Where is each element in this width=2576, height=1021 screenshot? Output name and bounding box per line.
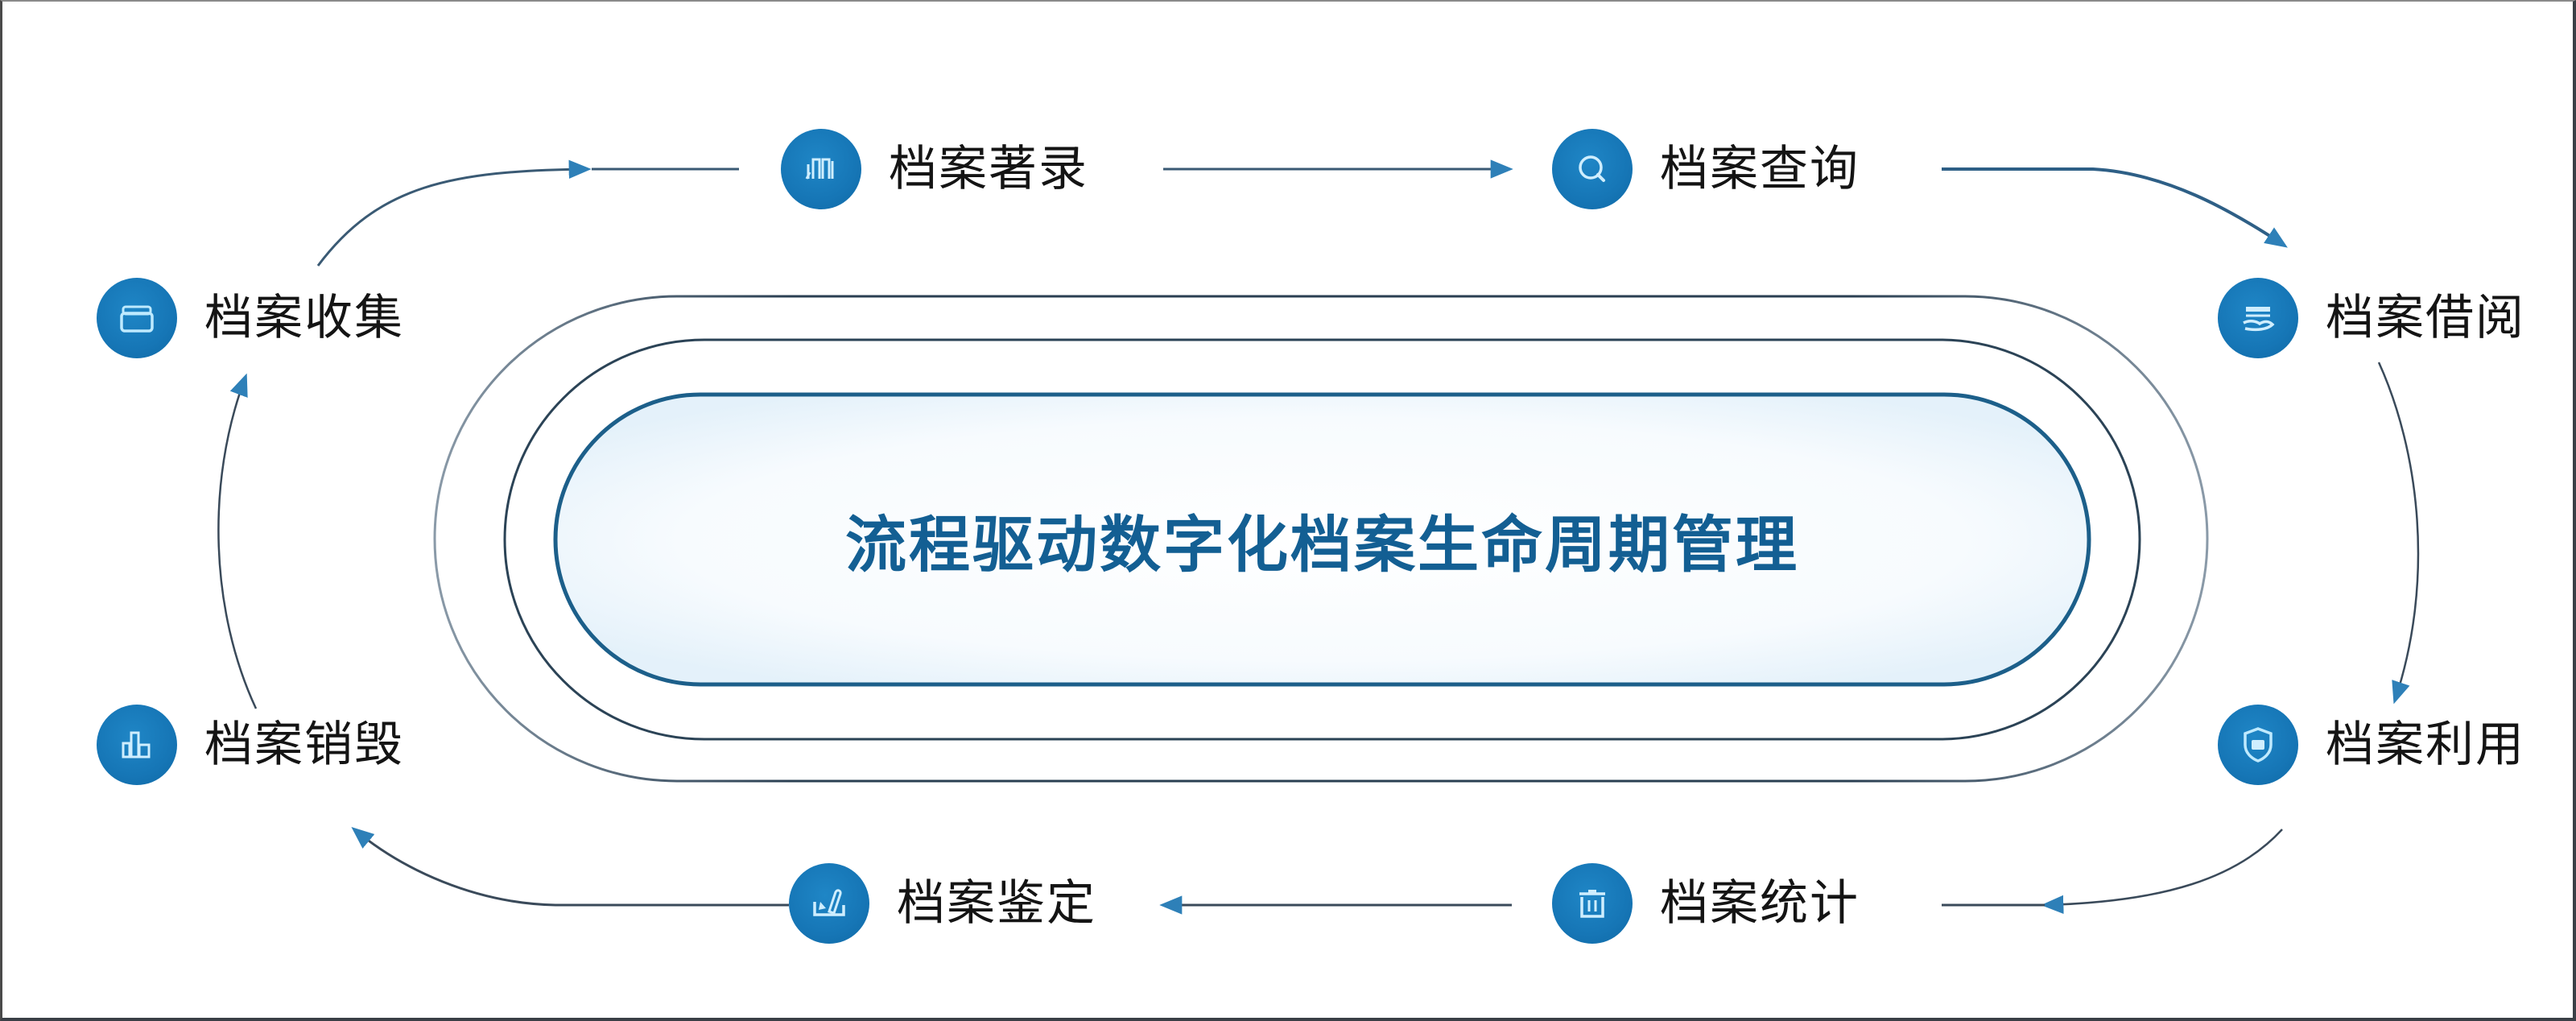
node-label: 档案利用 <box>2326 717 2525 773</box>
arrow-appraise-to-destroy <box>351 827 789 907</box>
node-archive-destroy[interactable]: 档案销毁 <box>97 705 404 785</box>
bar-chart-icon <box>97 705 177 785</box>
node-archive-query[interactable]: 档案查询 <box>1552 129 1860 209</box>
pen-tray-icon <box>789 863 869 944</box>
center-pill <box>553 392 2091 687</box>
catalog-books-icon <box>781 129 861 209</box>
node-label: 档案统计 <box>1660 875 1860 932</box>
arrow-use-to-stats <box>2041 829 2283 915</box>
node-label: 档案查询 <box>1660 141 1860 197</box>
archive-box-icon <box>97 278 177 358</box>
node-label: 档案借阅 <box>2326 290 2525 346</box>
search-icon <box>1552 129 1633 209</box>
shield-icon <box>2218 705 2298 785</box>
middle-ring <box>503 338 2141 741</box>
node-archive-collect[interactable]: 档案收集 <box>97 278 404 358</box>
arrow-collect-to-catalog <box>316 159 592 267</box>
node-label: 档案销毁 <box>204 717 404 773</box>
arrow-borrow-to-use <box>2377 362 2420 705</box>
node-label: 档案著录 <box>889 141 1088 197</box>
arrow-destroy-to-collect <box>217 373 258 709</box>
diagram-title: 流程驱动数字化档案生命周期管理 <box>845 509 1799 581</box>
node-archive-stats[interactable]: 档案统计 <box>1552 863 1860 944</box>
node-archive-borrow[interactable]: 档案借阅 <box>2218 278 2525 358</box>
hand-document-icon <box>2218 278 2298 358</box>
trash-bin-icon <box>1552 863 1633 944</box>
node-archive-appraise[interactable]: 档案鉴定 <box>789 863 1096 944</box>
arrow-query-to-borrow <box>1942 167 2288 248</box>
node-label: 档案收集 <box>204 290 404 346</box>
node-archive-use[interactable]: 档案利用 <box>2218 705 2525 785</box>
node-label: 档案鉴定 <box>897 875 1096 932</box>
outer-ring <box>433 295 2209 783</box>
node-archive-catalog[interactable]: 档案著录 <box>781 129 1088 209</box>
